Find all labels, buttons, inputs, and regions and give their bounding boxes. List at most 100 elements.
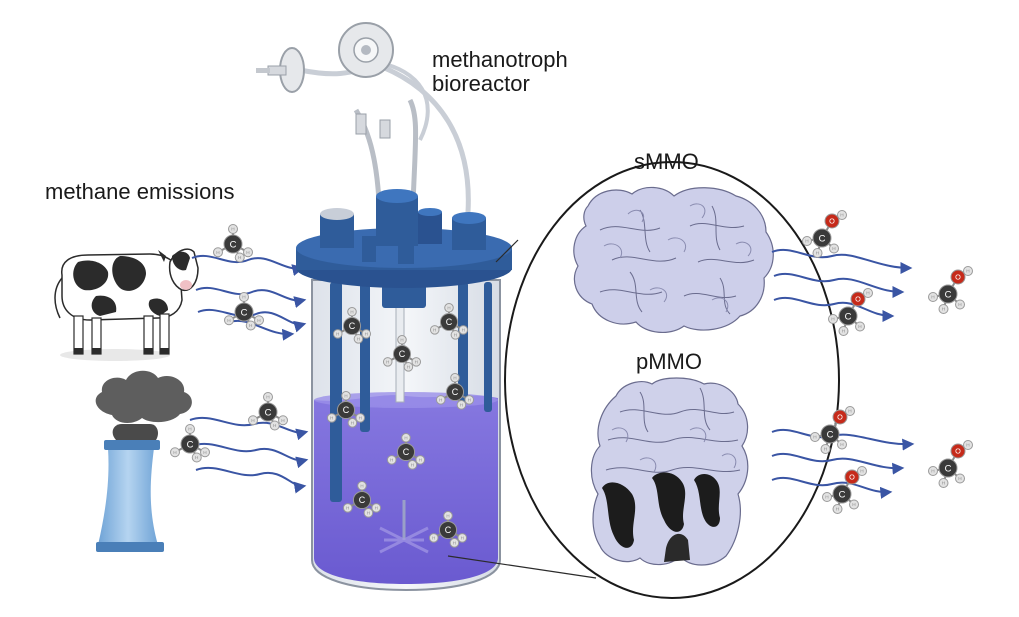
hydrogen-atom <box>357 480 367 491</box>
hydrogen-atom-letter: H <box>238 255 242 261</box>
smokestack-illustration <box>95 370 192 552</box>
hydrogen-atom-letter: H <box>848 409 852 415</box>
hydrogen-atom-letter: H <box>273 423 277 429</box>
carbon-atom-letter: C <box>452 387 459 397</box>
hydrogen-atom-letter: H <box>447 305 450 310</box>
hydrogen-atom-letter: H <box>386 359 389 364</box>
hydrogen-atom <box>849 499 859 510</box>
carbon-atom <box>438 520 458 540</box>
hydrogen-atom-letter: H <box>852 502 856 508</box>
hydrogen-atom <box>955 299 965 310</box>
hydrogen-atom-letter: H <box>242 295 246 301</box>
hydrogen-atom-letter: H <box>357 336 360 341</box>
arrow-out-1 <box>771 248 913 274</box>
hydrogen-atom-letter: H <box>344 393 347 398</box>
carbon-atom <box>938 458 958 478</box>
hydrogen-atom <box>245 320 256 331</box>
hydrogen-atom <box>802 236 812 246</box>
oxygen-atom <box>832 409 848 425</box>
hydrogen-atom-letter: H <box>367 510 370 515</box>
hydrogen-atom-letter: H <box>825 495 829 501</box>
oxygen-atom <box>850 291 866 307</box>
hydrogen-atom-letter: H <box>231 227 235 233</box>
hydrogen-atom-letter: H <box>359 415 362 420</box>
arrow-in-6 <box>191 442 309 469</box>
bioreactor-label-line1: methanotroph <box>432 47 568 72</box>
carbon-atom-letter: C <box>349 321 356 331</box>
carbon-atom-letter: C <box>819 233 826 244</box>
hydrogen-atom <box>386 455 397 465</box>
hydrogen-atom <box>828 314 838 324</box>
air-filter-icon <box>338 22 394 78</box>
arrow-in-2 <box>195 286 307 308</box>
carbon-atom-letter: C <box>839 489 846 500</box>
hydrogen-atom <box>213 247 223 258</box>
methane-emissions-label: methane emissions <box>45 179 235 204</box>
hydrogen-atom-letter: H <box>360 483 363 488</box>
hydrogen-atom-letter: H <box>216 250 220 256</box>
hydrogen-atom <box>239 292 249 302</box>
arrow-out-3 <box>773 296 895 322</box>
hydrogen-atom <box>342 503 353 513</box>
carbon-atom <box>832 484 852 504</box>
hydrogen-atom <box>326 413 337 423</box>
hydrogen-atom-letter: H <box>931 295 935 301</box>
methanotroph-bioreactor-label: methanotroph bioreactor <box>432 48 568 96</box>
hydrogen-atom-letter: H <box>188 427 192 433</box>
hydrogen-atom-letter: H <box>400 337 403 342</box>
hydrogen-atom-letter: H <box>942 307 946 313</box>
hydrogen-atom-letter: H <box>858 324 862 330</box>
carbon-atom <box>180 434 200 454</box>
carbon-atom-letter: C <box>343 405 350 415</box>
inlet-filter-icon <box>256 47 305 93</box>
hydrogen-atom <box>963 266 973 276</box>
hydrogen-atom <box>857 466 867 476</box>
hydrogen-atom <box>435 395 446 405</box>
hydrogen-atom <box>200 447 210 458</box>
hydrogen-atom-letter: H <box>462 327 465 332</box>
hydrogen-atom <box>810 432 820 442</box>
oxygen-atom-letter: O <box>855 295 861 304</box>
smmo-label: sMMO <box>634 149 699 174</box>
carbon-atom <box>234 302 254 322</box>
hydrogen-atom <box>429 325 440 335</box>
hydrogen-atom <box>254 315 264 326</box>
hydrogen-atom <box>355 413 366 423</box>
hydrogen-atom <box>191 452 202 463</box>
carbon-atom-letter: C <box>446 317 453 327</box>
hydrogen-atom-letter: H <box>346 505 349 510</box>
hydrogen-atom <box>341 390 351 401</box>
carbon-atom <box>352 490 372 510</box>
carbon-atom-letter: C <box>359 495 366 505</box>
arrow-in-5 <box>189 416 309 441</box>
hydrogen-atom-letter: H <box>958 476 962 482</box>
hydrogen-atom <box>228 224 238 234</box>
arrow-in-7 <box>195 466 307 494</box>
hydrogen-atom-letter: H <box>246 250 250 256</box>
carbon-atom-letter: C <box>187 439 194 450</box>
hydrogen-atom-letter: H <box>453 375 456 380</box>
carbon-atom-letter: C <box>403 447 410 457</box>
hydrogen-atom <box>464 395 475 405</box>
hydrogen-atom-letter: H <box>433 327 436 332</box>
hydrogen-atom <box>371 503 382 513</box>
carbon-atom-letter: C <box>241 307 248 318</box>
arrow-out-2 <box>773 272 905 298</box>
hydrogen-atom <box>347 418 358 428</box>
hydrogen-atom <box>837 439 847 450</box>
hydrogen-atom <box>928 292 938 302</box>
carbon-atom-letter: C <box>945 463 952 474</box>
hydrogen-atom <box>450 330 461 340</box>
hydrogen-atom <box>407 460 418 470</box>
oxygen-atom <box>844 469 860 485</box>
